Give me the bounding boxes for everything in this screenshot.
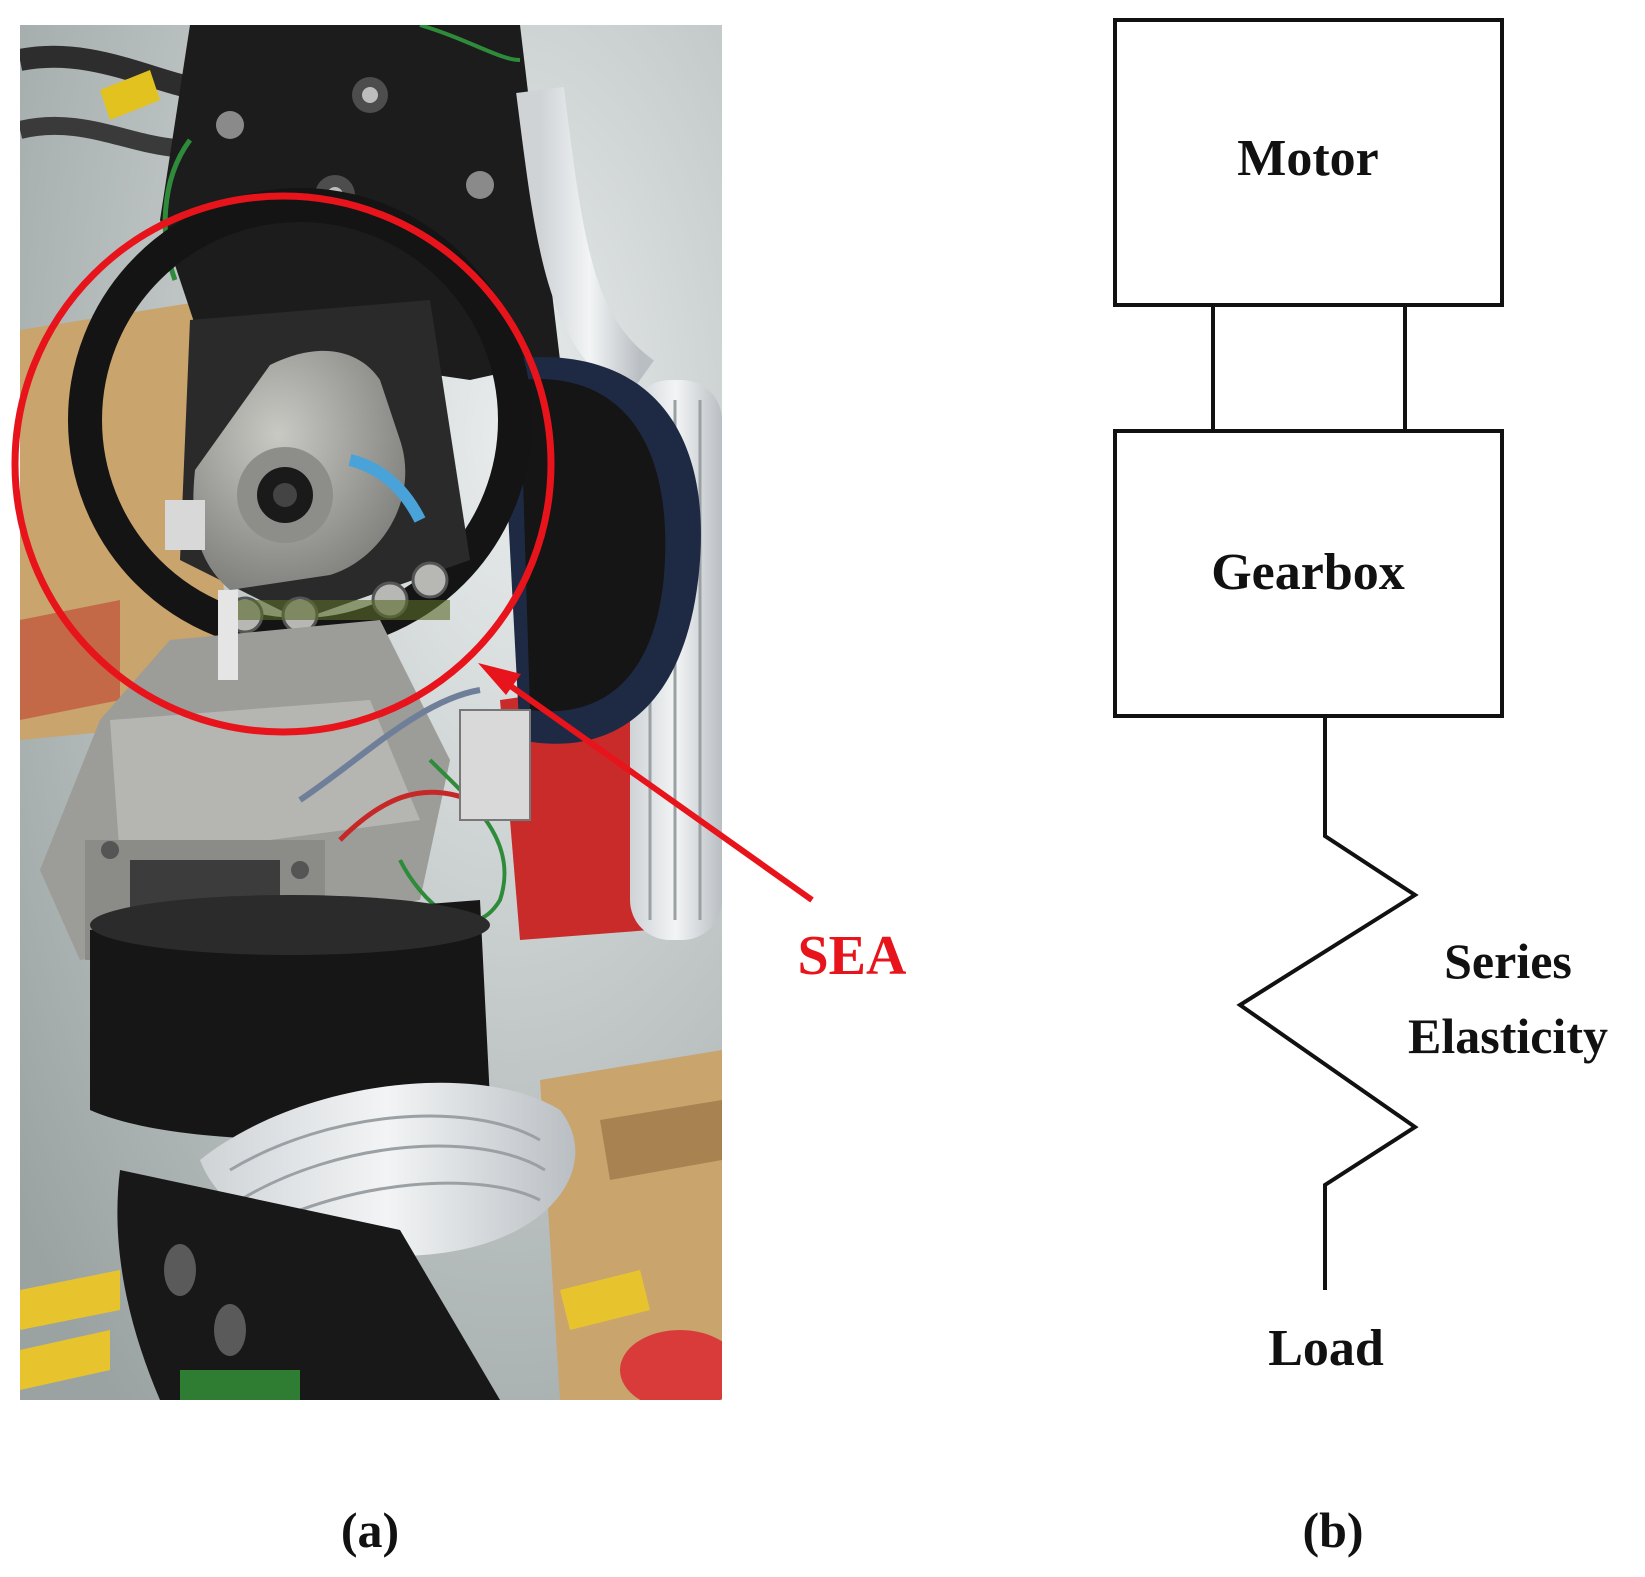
series-elasticity-spring	[1236, 716, 1419, 1290]
sea-schematic: Motor Gearbox Series Elasticity Load	[1113, 18, 1608, 1377]
sea-callout-arrow-shaft	[493, 672, 814, 903]
motor-label: Motor	[1237, 130, 1378, 187]
sea-callout-arrowhead	[478, 663, 521, 695]
robot-joint-photo	[20, 25, 722, 1400]
spring-label-line2: Elasticity	[1408, 1008, 1608, 1064]
motor-block	[1113, 18, 1504, 307]
panel-a-caption: (a)	[341, 1502, 399, 1558]
gearbox-label: Gearbox	[1211, 544, 1405, 601]
spring-label-line1: Series	[1444, 933, 1572, 989]
gearbox-block	[1113, 429, 1504, 718]
load-label: Load	[1268, 1320, 1384, 1377]
sea-callout-label: SEA	[798, 925, 907, 987]
panel-b-caption: (b)	[1302, 1502, 1363, 1558]
sea-highlight-circle	[11, 192, 555, 736]
